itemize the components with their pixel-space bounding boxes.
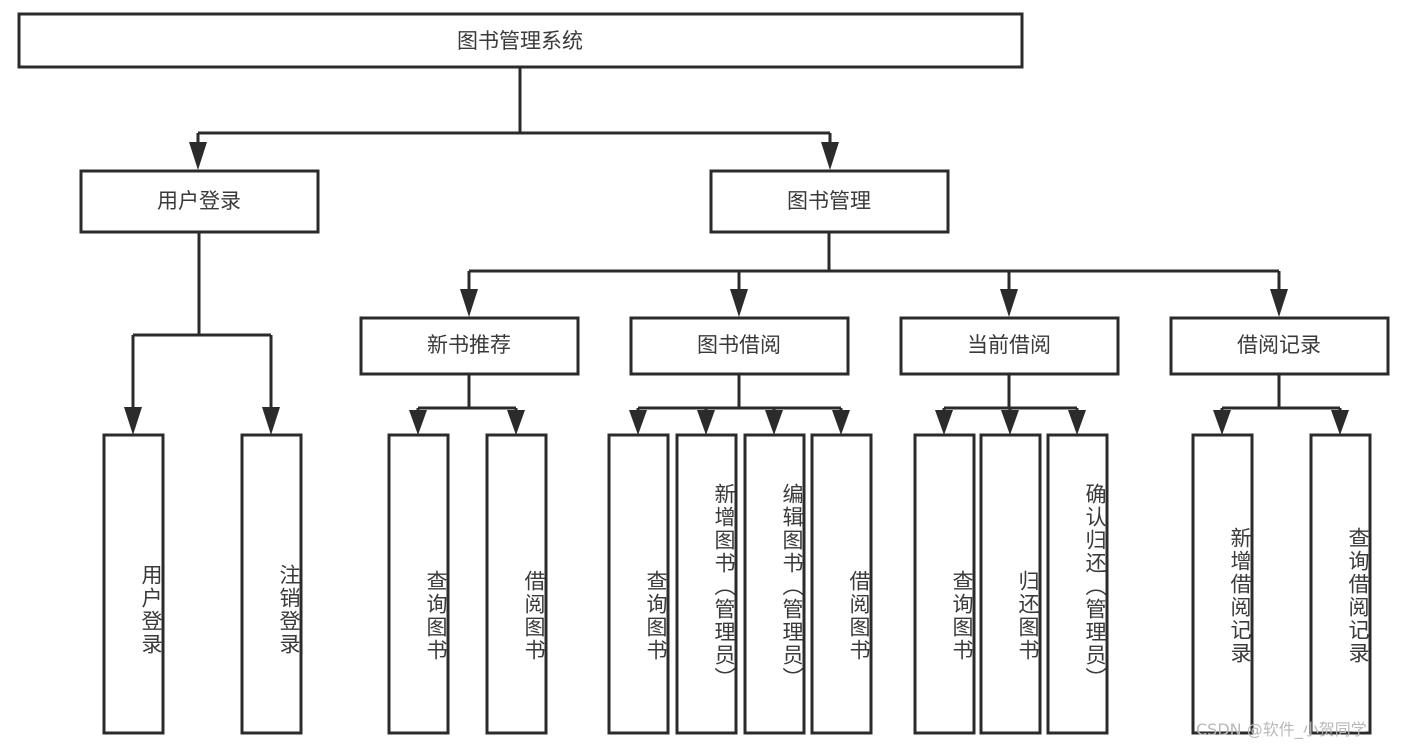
arrow-head-icon [1000,289,1018,317]
leaf-box-rect[interactable] [979,433,1042,735]
arrow-head-icon [697,410,715,435]
arrow-head-icon [765,410,783,435]
connector-new-book-recommend-to-leaves [409,374,525,435]
leaf-box-rect[interactable] [810,433,873,735]
arrow-head-icon [1213,410,1231,435]
connector-borrow-record-to-leaves [1213,374,1349,435]
arrow-head-icon [507,410,525,435]
leaf-box-rect[interactable] [1309,433,1372,735]
csdn-watermark: CSDN @软件_小贺同学 [1196,720,1367,739]
borrow-record-box-label: 借阅记录 [1237,333,1321,357]
arrow-head-icon [189,142,207,170]
node-root[interactable]: 图书管理系统 [17,12,1024,69]
node-new-book-recommend[interactable]: 新书推荐 [359,316,580,376]
connector-user-login-to-leaves [124,232,280,435]
node-user-login[interactable]: 用户登录 [79,169,320,234]
arrow-head-icon [1331,410,1349,435]
leaf-box-rect[interactable] [485,433,548,735]
book-management-box-label: 图书管理 [787,189,871,213]
node-borrow-record[interactable]: 借阅记录 [1169,316,1390,376]
new-book-recommend-box-rect [359,316,580,376]
leaf-box-rect[interactable] [387,433,450,735]
node-book-management[interactable]: 图书管理 [709,169,950,234]
leaf-box-rect[interactable] [1191,433,1254,735]
arrow-head-icon [1068,410,1086,435]
leaf-box-rect[interactable] [607,433,670,735]
connector-root-to-level1 [189,67,839,170]
node-book-borrow[interactable]: 图书借阅 [629,316,850,376]
book-borrow-box-label: 图书借阅 [697,333,781,357]
current-borrow-box-label: 当前借阅 [967,333,1051,357]
arrow-head-icon [832,410,850,435]
leaf-box-rect[interactable] [913,433,976,735]
arrow-head-icon [821,142,839,170]
arrow-head-icon [935,410,953,435]
new-book-recommend-box-label: 新书推荐 [427,333,511,357]
arrow-head-icon [1270,289,1288,317]
arrow-head-icon [730,289,748,317]
leaf-box-rect[interactable] [102,433,165,735]
root-box-rect [17,12,1024,69]
leaf-box-rect[interactable] [1046,433,1109,735]
user-login-box-label: 用户登录 [157,189,241,213]
leaf-box-rect[interactable] [675,433,738,735]
connector-current-borrow-to-leaves [935,374,1086,435]
arrow-head-icon [262,407,280,435]
arrow-head-icon [1001,410,1019,435]
user-login-box-rect [79,169,320,234]
root-box-label: 图书管理系统 [457,29,583,53]
connector-book-management-to-level2 [460,232,1288,317]
arrow-head-icon [409,410,427,435]
current-borrow-box-rect [899,316,1120,376]
arrow-head-icon [460,289,478,317]
leaf-box-rect[interactable] [240,433,303,735]
connector-book-borrow-to-leaves [629,374,850,435]
node-current-borrow[interactable]: 当前借阅 [899,316,1120,376]
arrow-head-icon [124,407,142,435]
arrow-head-icon [629,410,647,435]
leaf-box-rect[interactable] [743,433,806,735]
